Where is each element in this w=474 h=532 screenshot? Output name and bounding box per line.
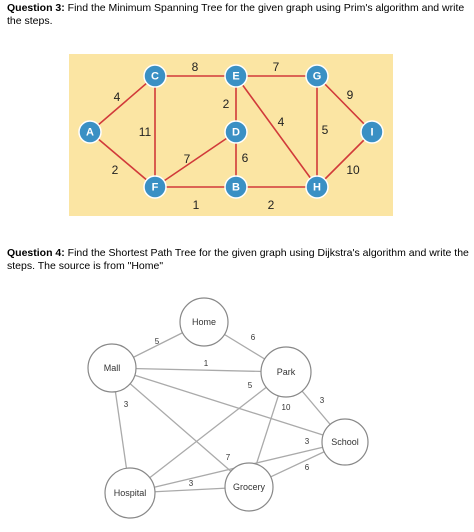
edge-weight-e-h: 4 — [278, 115, 285, 129]
node-circle-mall — [87, 343, 137, 393]
question-3-label: Question 3: — [7, 2, 65, 14]
node-a: A — [78, 120, 102, 144]
node-label-g: G — [313, 70, 322, 82]
node-park: Park — [260, 346, 312, 398]
node-circle-park — [260, 346, 312, 398]
edge-weight-park-school: 3 — [320, 396, 325, 405]
edge-weight-grocery-school: 6 — [305, 463, 310, 472]
node-label-hospital: Hospital — [114, 488, 147, 498]
edge-i-h — [316, 131, 373, 188]
node-circle-school — [321, 418, 369, 466]
node-grocery: Grocery — [224, 462, 274, 512]
node-label-b: B — [232, 181, 240, 193]
edge-weight-a-f: 2 — [112, 163, 119, 177]
edge-weight-g-i: 9 — [347, 88, 354, 102]
node-hospital: Hospital — [104, 467, 156, 519]
edge-mall-grocery — [111, 367, 250, 488]
node-label-park: Park — [277, 367, 296, 377]
question-3: Question 3: Find the Minimum Spanning Tr… — [7, 2, 469, 27]
node-circle-e — [224, 64, 248, 88]
edge-weight-hospital-grocery: 3 — [189, 479, 194, 488]
edge-mall-school — [111, 367, 346, 443]
node-circle-a — [78, 120, 102, 144]
edge-weight-e-d: 2 — [223, 97, 230, 111]
edge-weight-a-c: 4 — [114, 90, 121, 104]
graph2-edges: 5 6 1 3 7 10 5 3 3 3 6 — [111, 321, 346, 494]
node-circle-hospital — [104, 467, 156, 519]
node-circle-f — [143, 175, 167, 199]
node-label-d: D — [232, 126, 240, 138]
edge-weight-g-h: 5 — [322, 123, 329, 137]
edge-weight-home-park: 6 — [251, 333, 256, 342]
edge-d-f — [154, 131, 237, 188]
edge-weight-mall-park: 1 — [204, 359, 209, 368]
edge-a-c — [89, 75, 156, 133]
node-label-h: H — [313, 181, 321, 193]
node-circle-h — [305, 175, 329, 199]
edge-weight-e-g: 7 — [273, 60, 280, 74]
edge-mall-park — [111, 367, 287, 373]
node-circle-home — [179, 297, 229, 347]
node-circle-g — [305, 64, 329, 88]
node-label-c: C — [151, 70, 159, 82]
node-label-mall: Mall — [104, 363, 121, 373]
edge-weight-mall-home: 5 — [155, 337, 160, 346]
node-g: G — [305, 64, 329, 88]
edge-g-i — [316, 75, 373, 133]
node-i: I — [360, 120, 384, 144]
node-label-grocery: Grocery — [233, 482, 266, 492]
node-b: B — [224, 175, 248, 199]
edge-weight-f-b: 1 — [193, 198, 200, 212]
edge-weight-park-hospital: 5 — [248, 381, 253, 390]
node-circle-grocery — [224, 462, 274, 512]
edge-weight-hospital-school: 3 — [305, 437, 310, 446]
edge-weight-d-b: 6 — [242, 151, 249, 165]
question-3-text: Find the Minimum Spanning Tree for the g… — [7, 2, 465, 27]
node-circle-i — [360, 120, 384, 144]
edge-park-hospital — [129, 371, 287, 494]
edge-weight-c-f: 11 — [139, 125, 152, 139]
node-h: H — [305, 175, 329, 199]
node-d: D — [224, 120, 248, 144]
node-circle-b — [224, 175, 248, 199]
question-4-label: Question 4: — [7, 247, 65, 259]
edge-a-f — [89, 131, 156, 188]
node-c: C — [143, 64, 167, 88]
graph1-nodes: A C E G I D F B H — [78, 64, 384, 199]
node-label-i: I — [370, 126, 373, 138]
node-label-a: A — [86, 126, 94, 138]
node-f: F — [143, 175, 167, 199]
node-e: E — [224, 64, 248, 88]
question-4: Question 4: Find the Shortest Path Tree … — [7, 247, 469, 272]
node-circle-c — [143, 64, 167, 88]
node-label-school: School — [331, 437, 359, 447]
node-home: Home — [179, 297, 229, 347]
edge-e-h — [235, 75, 318, 188]
node-circle-d — [224, 120, 248, 144]
edge-weight-mall-grocery: 7 — [226, 453, 231, 462]
node-label-f: F — [152, 181, 159, 193]
node-label-e: E — [232, 70, 239, 82]
node-label-home: Home — [192, 317, 216, 327]
edge-weight-b-h: 2 — [268, 198, 275, 212]
question-4-text: Find the Shortest Path Tree for the give… — [7, 247, 469, 272]
edge-weight-mall-school: 10 — [282, 403, 291, 412]
edge-weight-d-f: 7 — [184, 152, 191, 166]
edge-weight-mall-hospital: 3 — [124, 400, 129, 409]
node-school: School — [321, 418, 369, 466]
edge-weight-i-h: 10 — [346, 163, 360, 177]
node-mall: Mall — [87, 343, 137, 393]
edge-weight-c-e: 8 — [192, 60, 199, 74]
